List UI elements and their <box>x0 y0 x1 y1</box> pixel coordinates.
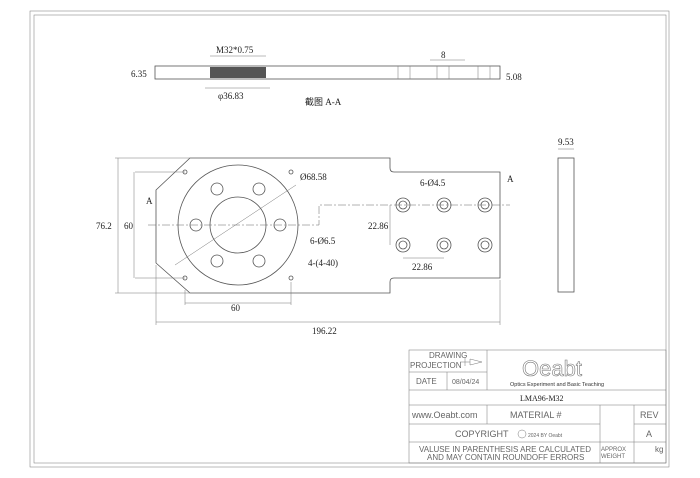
grid-v-dim: 22.86 <box>368 221 389 231</box>
front-view: 76.2 60 Ø68.58 6-Ø6.5 4-(4-40) 6-Ø4.5 22… <box>96 157 514 336</box>
height-dim: 76.2 <box>96 221 112 231</box>
bore-dim: φ36.83 <box>218 91 244 101</box>
length-dim: 196.22 <box>312 326 337 336</box>
side-view: 9.53 <box>557 137 575 293</box>
approx-label: APPROX <box>601 447 626 453</box>
logo: Oeabt <box>522 356 582 381</box>
hole-spacing-h-dim: 60 <box>231 303 241 313</box>
part-number: LMA96-M32 <box>520 394 564 403</box>
section-mark-left: A <box>146 196 153 206</box>
thickness2-dim: 5.08 <box>506 72 522 82</box>
inner-border <box>33 14 667 464</box>
grid-h-dim: 22.86 <box>412 262 433 272</box>
counterbore-dim: 8 <box>441 50 446 60</box>
rev-label: REV <box>640 410 659 420</box>
section-mark-right: A <box>507 174 514 184</box>
date-label: DATE <box>416 377 437 386</box>
grid-hole-dim: 6-Ø4.5 <box>420 178 446 188</box>
copyright-year: 2024 BY Oeabt <box>528 433 563 439</box>
tap-dim: 4-(4-40) <box>308 258 338 268</box>
copyright-icon <box>517 429 527 439</box>
thread-dim: M32*0.75 <box>216 45 254 55</box>
side-thickness-dim: 9.53 <box>558 137 574 147</box>
weight-label: WEIGHT <box>601 454 625 460</box>
title-block: DRAWING PROJECTION DATE 08/04/24 Oeabt O… <box>408 349 667 464</box>
note-line-1: VALUSE IN PARENTHESIS ARE CALCULATED <box>419 445 591 454</box>
outer-border <box>29 10 670 468</box>
website: www.Oeabt.com <box>411 410 478 420</box>
hole-spacing-v-dim: 60 <box>124 221 134 231</box>
drawing-label: DRAWING <box>429 351 467 360</box>
date-value: 08/04/24 <box>452 379 479 386</box>
bolt-hole-dim: 6-Ø6.5 <box>310 236 336 246</box>
logo-subtitle: Optics Experiment and Basic Teaching <box>510 382 604 388</box>
section-label: 截图 A-A <box>305 96 342 107</box>
copyright-label: COPYRIGHT <box>455 429 509 439</box>
rev-value: A <box>646 429 652 439</box>
projection-symbol-icon <box>460 358 483 366</box>
thickness-dim: 6.35 <box>131 69 147 79</box>
projection-label: PROJECTION <box>410 361 462 370</box>
pcd-dim: Ø68.58 <box>300 172 327 182</box>
note-line-2: AND MAY CONTAIN ROUNDOFF ERRORS <box>427 453 584 462</box>
material-label: MATERIAL # <box>510 410 562 420</box>
section-view: M32*0.75 φ36.83 6.35 5.08 8 截图 A-A <box>131 45 522 107</box>
weight-unit: kg <box>655 445 663 454</box>
grid-holes <box>395 197 493 253</box>
